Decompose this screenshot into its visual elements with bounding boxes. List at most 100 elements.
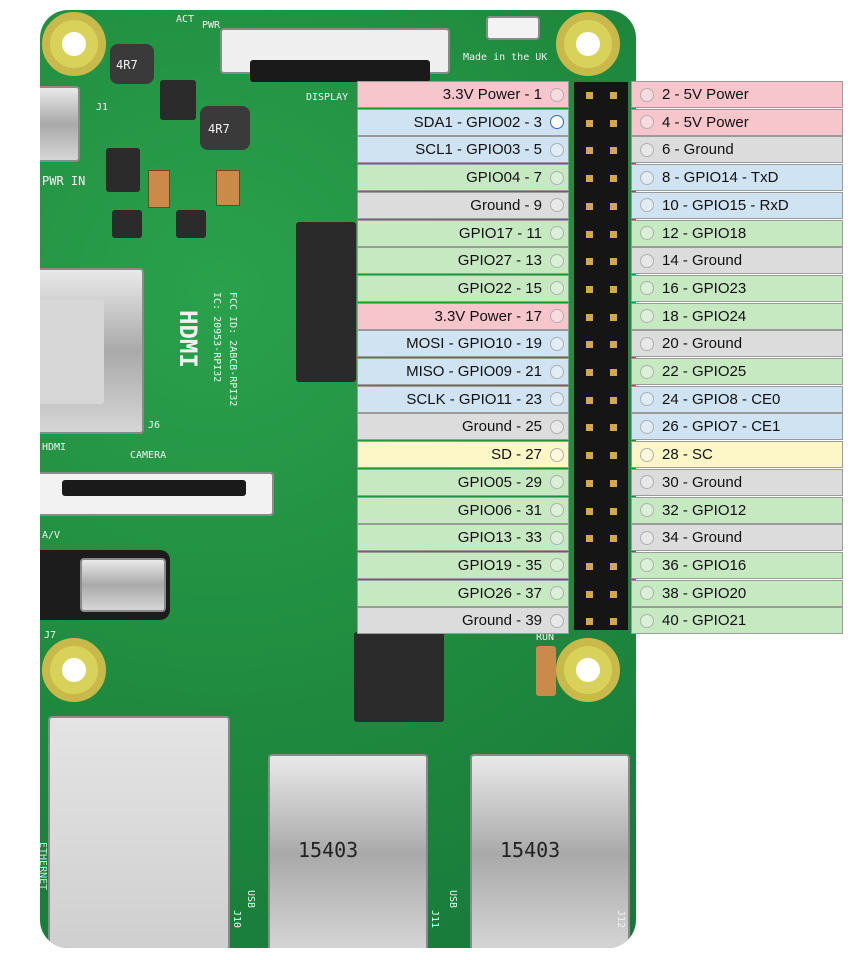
header-pin [610,369,617,376]
pin-indicator-icon [550,171,564,185]
small-chip-2 [176,210,206,238]
pin-label-left-18: GPIO19 - 35 [357,552,569,579]
header-pin [586,120,593,127]
pin-indicator-icon [640,337,654,351]
j7-label: J7 [44,630,56,641]
j1-label-top: J1 [96,102,108,113]
header-pin [610,92,617,99]
pin-indicator-icon [550,558,564,572]
pin-indicator-icon [550,420,564,434]
pin-indicator-icon [550,448,564,462]
header-pin [586,563,593,570]
mounting-hole-bottom-right [556,638,620,702]
header-pin [610,175,617,182]
pin-indicator-icon [640,281,654,295]
header-pin [586,618,593,625]
header-pin [610,480,617,487]
header-pin [610,286,617,293]
pin-indicator-icon [550,614,564,628]
j10-label: J10 [231,910,242,928]
pin-indicator-icon [640,531,654,545]
pin-label-text: 3.3V Power - 1 [443,86,542,103]
micro-sd-slot-top [486,16,540,40]
pin-label-right-11: 22 - GPIO25 [631,358,843,385]
pin-label-left-14: SD - 27 [357,441,569,468]
inductor-label-top: 4R7 [116,58,138,72]
pin-indicator-icon [640,365,654,379]
pin-indicator-icon [640,115,654,129]
pin-indicator-icon [640,503,654,517]
pin-label-text: GPIO17 - 11 [459,225,542,242]
pin-label-text: 34 - Ground [662,529,742,546]
pin-indicator-icon [550,531,564,545]
header-pin [586,92,593,99]
mounting-hole-top-left [42,12,106,76]
pin-indicator-icon [640,226,654,240]
pin-label-left-15: GPIO05 - 29 [357,469,569,496]
pin-label-text: 38 - GPIO20 [662,585,746,602]
pin-indicator-icon [550,88,564,102]
pin-label-text: Ground - 25 [462,418,542,435]
hdmi-vertical-label: HDMI [174,310,202,368]
j6-label: J6 [148,420,160,431]
pin-label-right-6: 12 - GPIO18 [631,220,843,247]
pin-indicator-icon [550,365,564,379]
header-pin [586,591,593,598]
pin-label-text: GPIO04 - 7 [466,169,542,186]
pin-label-right-10: 20 - Ground [631,330,843,357]
pin-indicator-icon [640,586,654,600]
pin-indicator-icon [640,614,654,628]
header-pin [586,535,593,542]
pin-label-left-11: MISO - GPIO09 - 21 [357,358,569,385]
pin-indicator-icon [640,448,654,462]
pin-indicator-icon [640,475,654,489]
header-pin [610,591,617,598]
usb-code-left: 15403 [298,838,358,862]
small-chip-1 [112,210,142,238]
header-pin [586,397,593,404]
pin-indicator-icon [550,586,564,600]
pin-label-text: 40 - GPIO21 [662,612,746,629]
usb-label-left: USB [245,890,256,908]
pin-indicator-icon [640,309,654,323]
usb-label-right: USB [447,890,458,908]
pin-indicator-icon [550,198,564,212]
pin-label-left-20: Ground - 39 [357,607,569,634]
pin-indicator-icon [640,143,654,157]
pin-label-text: 2 - 5V Power [662,86,749,103]
pin-label-text: 36 - GPIO16 [662,557,746,574]
pin-label-left-3: SCL1 - GPIO03 - 5 [357,136,569,163]
camera-connector-slot [62,480,246,496]
av-label: A/V [42,530,60,541]
pin-label-text: 30 - Ground [662,474,742,491]
pin-indicator-icon [640,392,654,406]
pin-label-left-8: GPIO22 - 15 [357,275,569,302]
pin-label-text: 3.3V Power - 17 [434,308,542,325]
header-pin [586,258,593,265]
pin-label-text: 10 - GPIO15 - RxD [662,197,789,214]
pin-label-text: Ground - 39 [462,612,542,629]
pin-label-text: GPIO22 - 15 [458,280,542,297]
pin-label-left-10: MOSI - GPIO10 - 19 [357,330,569,357]
pin-label-text: GPIO06 - 31 [458,502,542,519]
pin-indicator-icon [550,392,564,406]
pin-indicator-icon [550,503,564,517]
pin-label-right-17: 34 - Ground [631,524,843,551]
pin-label-text: SDA1 - GPIO02 - 3 [414,114,542,131]
pin-indicator-icon [640,198,654,212]
pin-label-right-19: 38 - GPIO20 [631,580,843,607]
pin-label-text: GPIO26 - 37 [458,585,542,602]
pin-label-right-16: 32 - GPIO12 [631,497,843,524]
pin-label-left-7: GPIO27 - 13 [357,247,569,274]
smsc-usb-ethernet-chip [354,632,444,722]
pin-indicator-icon [550,475,564,489]
pin-label-left-5: Ground - 9 [357,192,569,219]
inductor-label-mid: 4R7 [208,122,230,136]
header-pin [610,618,617,625]
header-pin [586,508,593,515]
pin-indicator-icon [640,558,654,572]
pin-label-text: 6 - Ground [662,141,734,158]
pin-indicator-icon [640,171,654,185]
mounting-hole-bottom-left [42,638,106,702]
header-pin [586,147,593,154]
